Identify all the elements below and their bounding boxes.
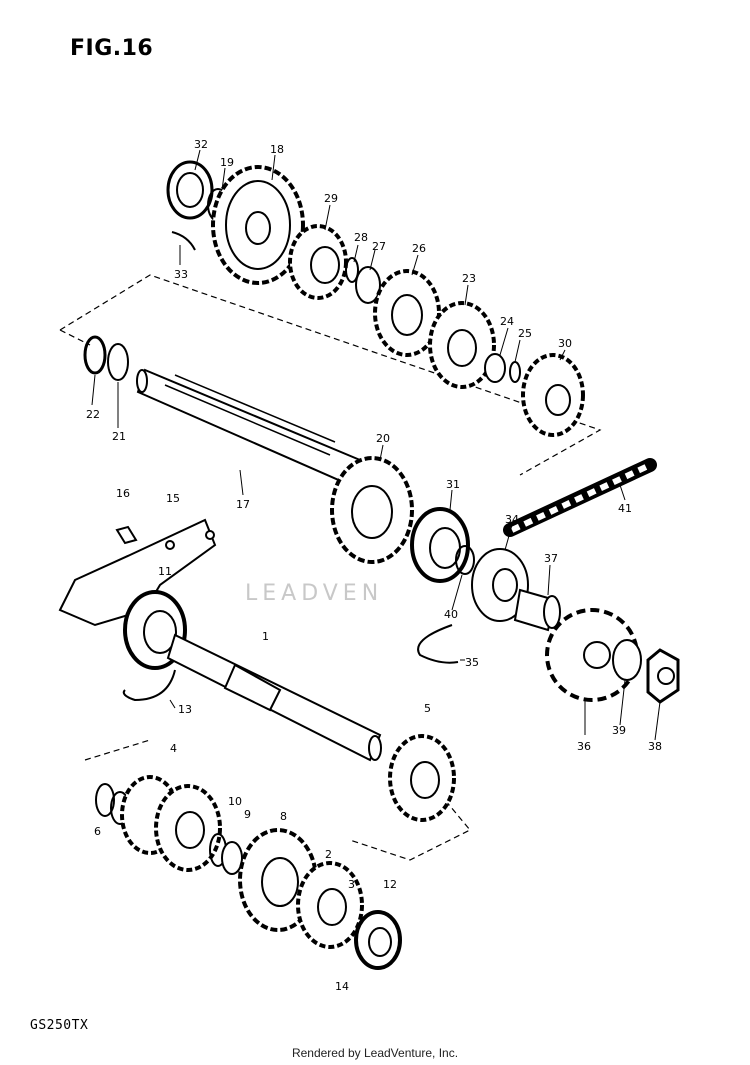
washer-part-21 — [107, 343, 129, 381]
callout-35: 35 — [465, 656, 479, 669]
callout-12: 12 — [383, 878, 397, 891]
circlip-part-25 — [509, 361, 521, 383]
washer-part-9 — [221, 841, 243, 875]
callout-9: 9 — [244, 808, 251, 821]
oring-part-40 — [455, 545, 475, 575]
callout-5: 5 — [424, 702, 431, 715]
callout-23: 23 — [462, 272, 476, 285]
countershaft-part-17 — [136, 368, 362, 487]
upper-assembly-outline-left — [59, 329, 91, 346]
upper-assembly-outline — [59, 274, 602, 476]
callout-30: 30 — [558, 337, 572, 350]
callout-18: 18 — [270, 143, 284, 156]
washer-part-24 — [484, 353, 506, 383]
callout-20: 20 — [376, 432, 390, 445]
callout-6: 6 — [94, 825, 101, 838]
circlip-part-13 — [122, 669, 176, 702]
nut-part-38 — [646, 648, 680, 704]
circlip-part-33 — [171, 231, 196, 251]
callout-11: 11 — [158, 565, 172, 578]
oil-seal-part-34 — [471, 548, 529, 622]
callout-3: 3 — [348, 878, 355, 891]
bracket-part-15 — [58, 518, 217, 627]
callout-22: 22 — [86, 408, 100, 421]
callout-25: 25 — [518, 327, 532, 340]
gear-part-18 — [211, 165, 305, 285]
callout-2: 2 — [325, 848, 332, 861]
callout-8: 8 — [280, 810, 287, 823]
callout-16: 16 — [116, 487, 130, 500]
footer-credit: Rendered by LeadVenture, Inc. — [291, 1046, 459, 1060]
callout-labels: 32 19 18 33 29 28 27 26 23 24 25 30 22 2… — [86, 138, 662, 993]
callout-13: 13 — [178, 703, 192, 716]
washer-part-27 — [355, 266, 381, 304]
callout-31: 31 — [446, 478, 460, 491]
callout-17: 17 — [236, 498, 250, 511]
screw-part-16 — [115, 525, 138, 545]
gear-part-29 — [288, 224, 348, 300]
gear-part-23 — [428, 301, 496, 389]
callout-24: 24 — [500, 315, 514, 328]
callout-32: 32 — [194, 138, 208, 151]
callout-15: 15 — [166, 492, 180, 505]
washer-part-28 — [345, 257, 359, 283]
model-code: GS250TX — [30, 1018, 89, 1033]
gear-part-30 — [521, 353, 585, 437]
callout-29: 29 — [324, 192, 338, 205]
circlip-part-35 — [417, 624, 459, 664]
gear-part-2 — [296, 861, 364, 949]
watermark-text: LEADVEN — [245, 581, 383, 606]
washer-part-39 — [612, 639, 642, 681]
spacer-part-37 — [513, 588, 561, 632]
gear-part-26 — [373, 269, 441, 357]
callout-19: 19 — [220, 156, 234, 169]
callout-10: 10 — [228, 795, 242, 808]
callout-41: 41 — [618, 502, 632, 515]
callout-40: 40 — [444, 608, 458, 621]
callout-36: 36 — [577, 740, 591, 753]
leader-lines — [91, 149, 661, 741]
bearing-part-32 — [166, 160, 214, 220]
callout-39: 39 — [612, 724, 626, 737]
figure-title: FIG.16 — [70, 36, 154, 61]
sprocket-part-36 — [545, 608, 639, 702]
circlip-part-22 — [83, 335, 107, 375]
washer-part-6 — [95, 783, 115, 817]
callout-21: 21 — [112, 430, 126, 443]
callout-28: 28 — [354, 231, 368, 244]
callout-14: 14 — [335, 980, 349, 993]
bearing-part-12 — [354, 910, 402, 970]
callout-27: 27 — [372, 240, 386, 253]
gear-part-20 — [330, 456, 414, 564]
callout-33: 33 — [174, 268, 188, 281]
bearing-part-31 — [410, 507, 470, 583]
callout-34: 34 — [505, 513, 519, 526]
callout-26: 26 — [412, 242, 426, 255]
callout-1: 1 — [262, 630, 269, 643]
callout-37: 37 — [544, 552, 558, 565]
gear-part-4 — [120, 775, 222, 872]
drive-chain-part-41 — [503, 458, 657, 537]
callout-38: 38 — [648, 740, 662, 753]
lower-assembly-outline — [84, 739, 471, 861]
callout-4: 4 — [170, 742, 177, 755]
driveshaft-part-1 — [166, 633, 382, 762]
gear-part-5 — [388, 734, 456, 822]
